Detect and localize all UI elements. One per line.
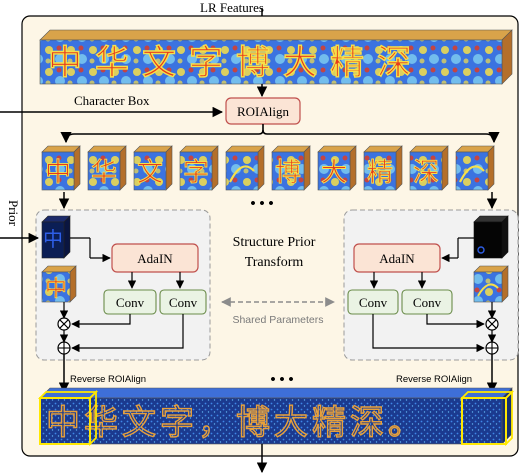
character-crop-stroke bbox=[229, 165, 255, 183]
character-crop-glyph: 大 bbox=[321, 158, 347, 188]
left-feature-glyph: 中 bbox=[45, 277, 67, 302]
character-crop-cube: 中 bbox=[41, 145, 81, 191]
character-crop-glyph: 字 bbox=[183, 158, 209, 188]
prior-glyph: 中 bbox=[43, 227, 63, 251]
spt-label-line2: Transform bbox=[245, 255, 304, 270]
character-crop-cube: 博 bbox=[271, 145, 311, 191]
character-crop-cube: 精 bbox=[363, 145, 403, 191]
right-adain-label: AdaIN bbox=[379, 251, 415, 266]
character-crop-cube: 华 bbox=[87, 145, 127, 191]
output-map-text: 中华文字，博大精深。 bbox=[46, 403, 426, 443]
left-prior-cube: 中 bbox=[41, 215, 71, 259]
right-reverse-roialign-label: Reverse ROIAlign bbox=[396, 374, 472, 385]
left-adain-box bbox=[111, 243, 199, 273]
shared-parameters-label: Shared Parameters bbox=[232, 314, 323, 326]
lr-features-label: LR Features bbox=[200, 0, 264, 15]
prior-label: Prior bbox=[6, 200, 21, 227]
ellipsis-top: • • • bbox=[250, 196, 273, 212]
character-crop-cube: 深 bbox=[409, 145, 449, 191]
right-adain-box bbox=[353, 243, 441, 273]
right-conv-1-label: Conv bbox=[359, 295, 388, 310]
left-feature-cube: 中 bbox=[41, 265, 77, 303]
left-conv1-to-mult bbox=[71, 314, 131, 329]
character-crop-cube: 文 bbox=[133, 145, 173, 191]
right-feature-cube bbox=[473, 265, 509, 303]
character-crop-cube bbox=[455, 145, 495, 191]
character-crop-glyph: 中 bbox=[45, 158, 71, 188]
character-crop-cube: 字 bbox=[179, 145, 219, 191]
character-box-label: Character Box bbox=[74, 93, 150, 108]
character-crop-glyph: 华 bbox=[91, 158, 117, 188]
left-reverse-roialign-label: Reverse ROIAlign bbox=[70, 374, 146, 385]
left-adain-label: AdaIN bbox=[137, 251, 173, 266]
right-output-highlight bbox=[461, 397, 507, 445]
character-crop-glyph: 精 bbox=[367, 158, 393, 188]
character-crop-glyph: 文 bbox=[137, 158, 163, 188]
right-prior-cube bbox=[473, 215, 509, 259]
ellipsis-bottom: • • • bbox=[270, 372, 293, 388]
character-crops: 中华文字 博大精深 bbox=[41, 145, 495, 191]
character-crop-glyph: 深 bbox=[413, 158, 439, 188]
spt-label-line1: Structure Prior bbox=[233, 235, 316, 250]
feature-map-text: 中华文字博大精深 bbox=[48, 43, 424, 83]
roialign-right-branch bbox=[262, 129, 500, 144]
output-feature-map: 中华文字，博大精深。 bbox=[37, 387, 515, 447]
left-conv2-to-add bbox=[71, 314, 184, 353]
left-conv-1-label: Conv bbox=[116, 295, 145, 310]
character-crop-glyph: 博 bbox=[275, 158, 301, 188]
right-conv-2-label: Conv bbox=[413, 295, 442, 310]
roialign-label: ROIAlign bbox=[237, 104, 290, 119]
character-crop-stroke bbox=[459, 165, 485, 183]
right-conv1-to-add bbox=[372, 314, 485, 353]
lr-feature-map: 中华文字博大精深 bbox=[39, 29, 513, 85]
left-output-highlight bbox=[39, 397, 91, 445]
left-conv-2-label: Conv bbox=[169, 295, 198, 310]
character-crop-cube bbox=[225, 145, 265, 191]
right-conv2-to-mult bbox=[426, 314, 485, 329]
character-crop-cube: 大 bbox=[317, 145, 357, 191]
